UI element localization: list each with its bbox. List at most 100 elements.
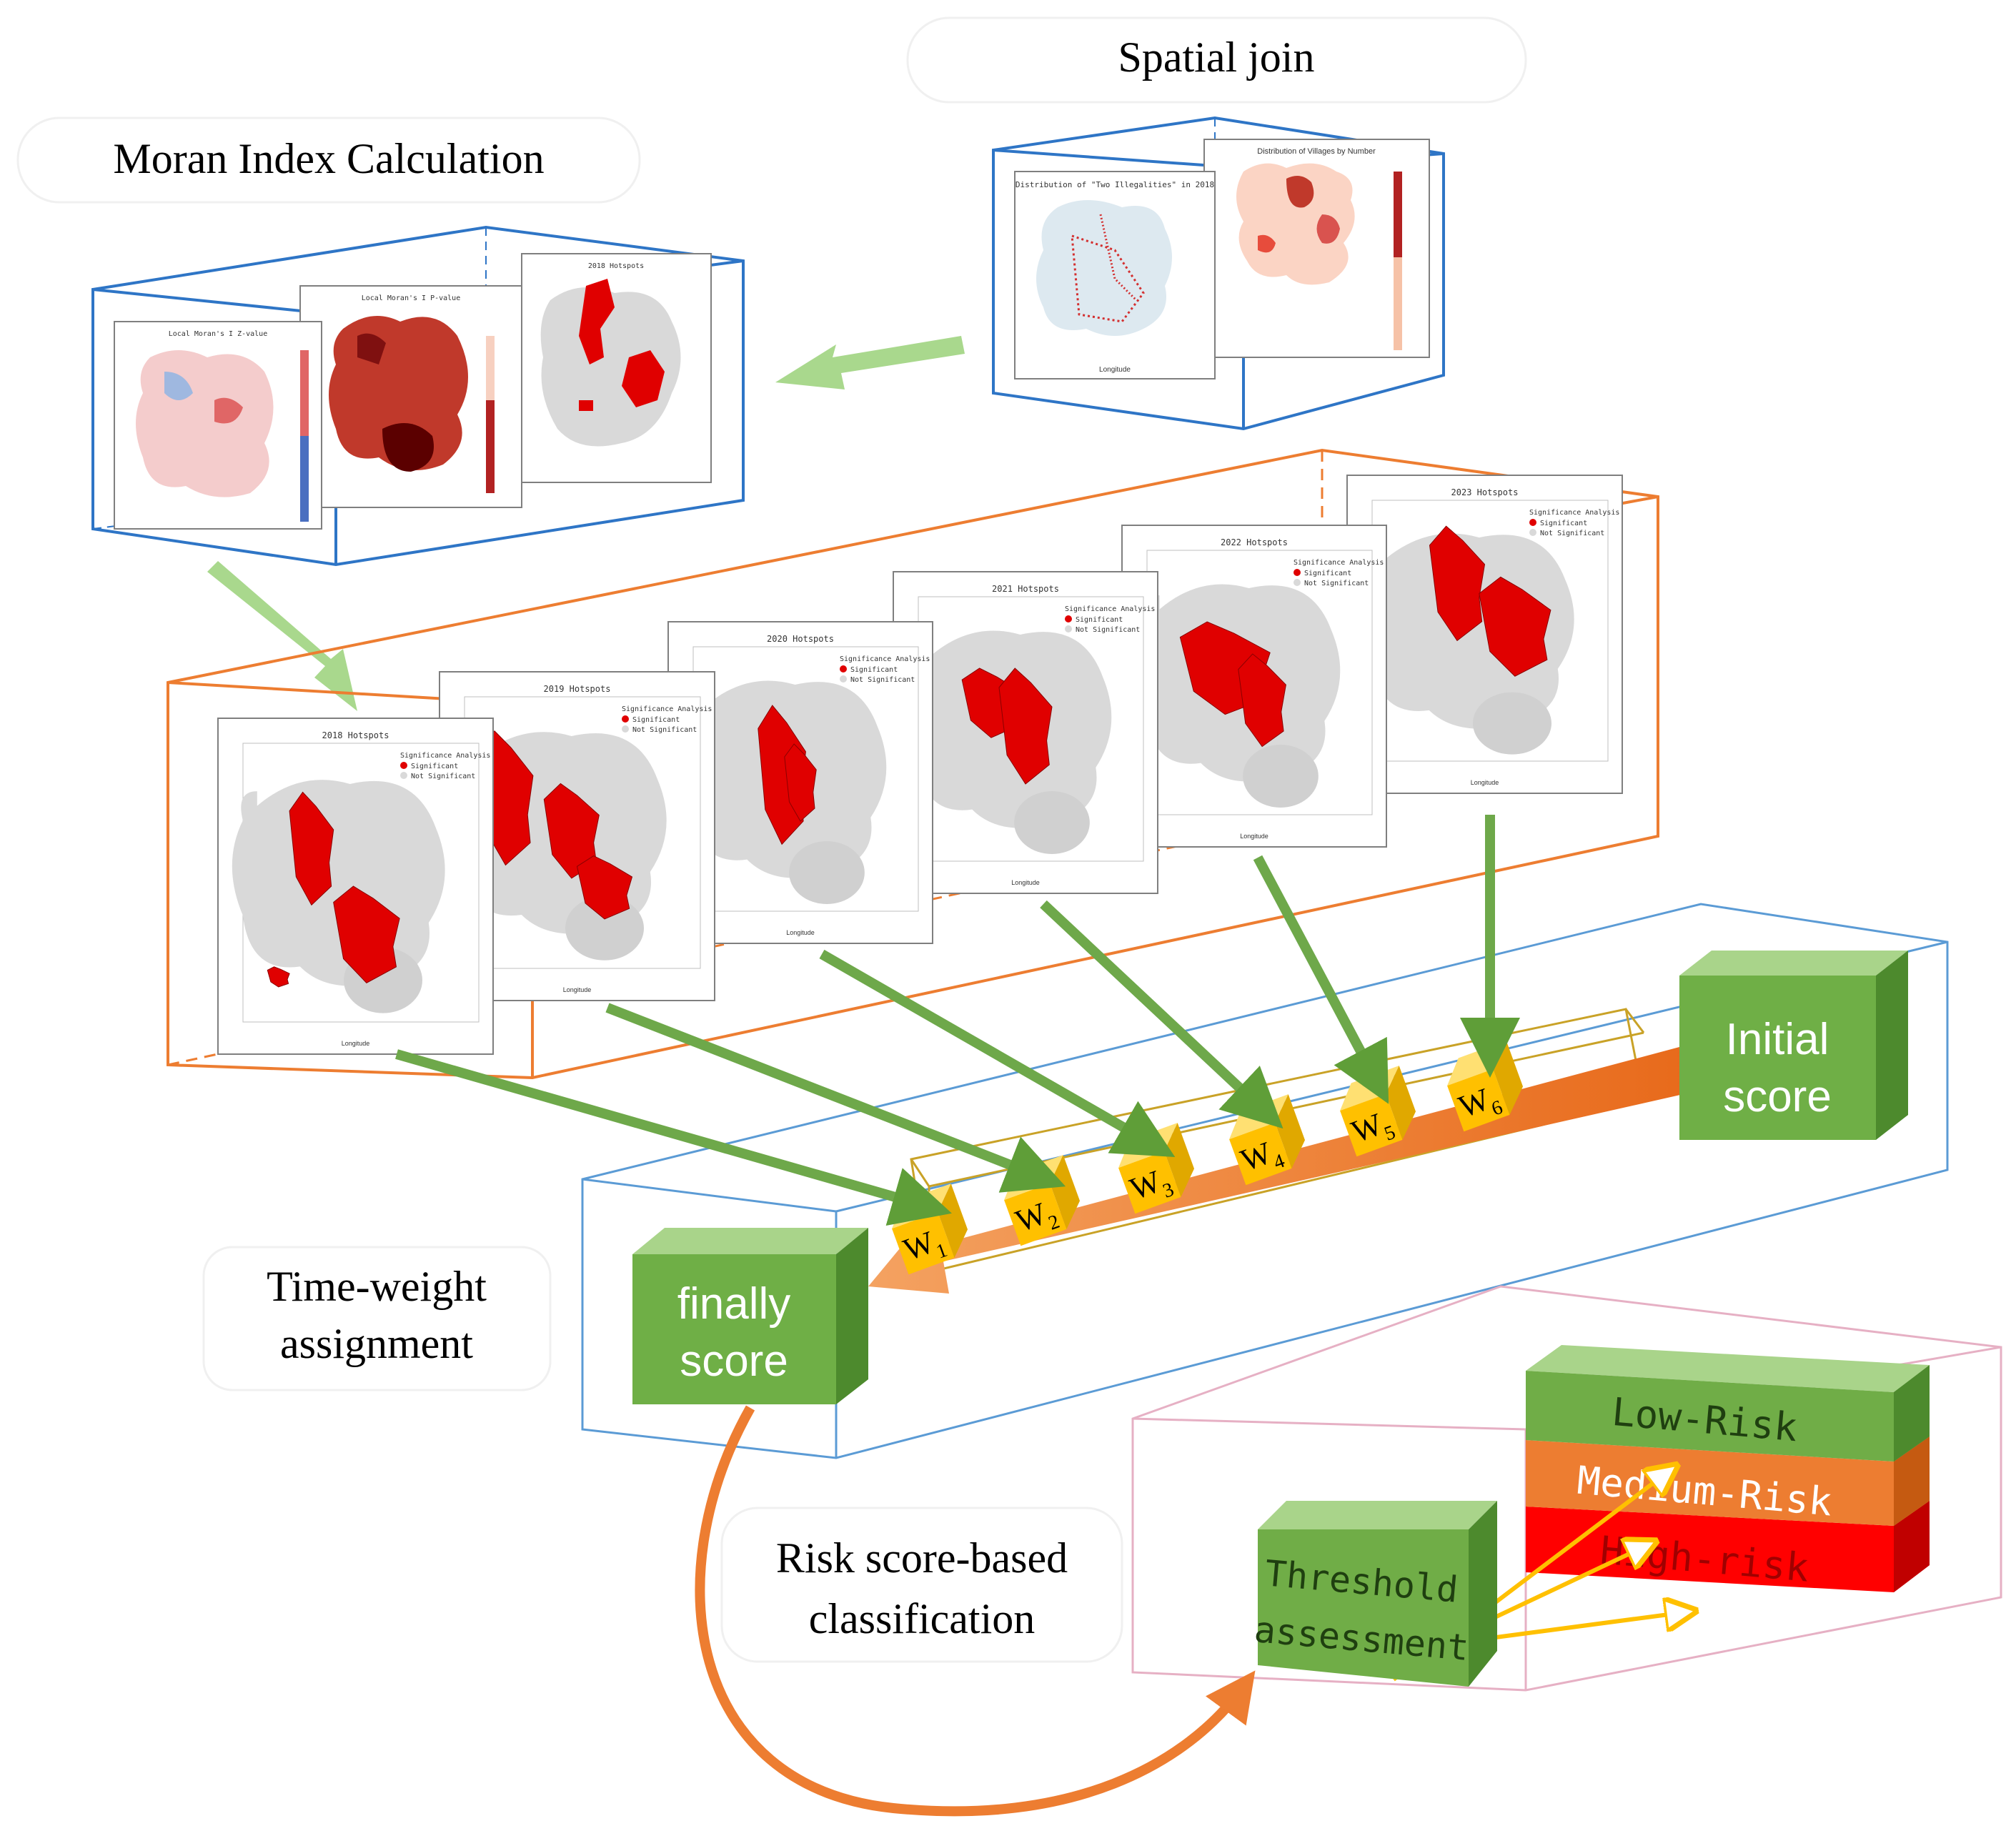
- legend-sig: Significant: [1076, 616, 1123, 624]
- map-base-island: [1473, 692, 1551, 755]
- legend-not: Not Significant: [411, 773, 475, 780]
- initial-score-line-2: score: [1723, 1072, 1832, 1121]
- moran-label: Moran Index Calculation: [16, 116, 641, 204]
- spatial-back-title: Distribution of Villages by Number: [1257, 147, 1376, 156]
- risk-levels: High-risk Medium-Risk Low-Risk: [1526, 1345, 1930, 1592]
- spatial-join-label: Spatial join: [906, 16, 1527, 104]
- spatial-join-box: Distribution of Villages by Number Distr…: [992, 116, 1445, 431]
- hotspot-panel-title: 2019 Hotspots: [544, 684, 611, 694]
- hotspot-cluster: [543, 783, 600, 879]
- map-base-island: [789, 840, 865, 905]
- time-weight-text-1: Time-weight: [267, 1263, 487, 1310]
- cube-front: [1004, 1183, 1067, 1246]
- moran-panel-zvalue: Local Moran's I Z-value: [114, 321, 322, 530]
- spatial-to-moran-arrow: [775, 336, 965, 389]
- hotspot-cluster: [998, 668, 1053, 785]
- legend-not: Not Significant: [850, 676, 915, 684]
- map-base: [232, 780, 445, 986]
- hotspot-panel-title: 2021 Hotspots: [992, 584, 1059, 594]
- moran-panel-3-title: 2018 Hotspots: [588, 262, 644, 270]
- legend-sig: Significant: [1304, 570, 1351, 577]
- hotspot-panel-title: 2018 Hotspots: [322, 730, 389, 740]
- weight-arrow-3: [819, 949, 1176, 1157]
- initial-score-box: Initial score: [1679, 951, 1908, 1140]
- weight-arrow-5: [1253, 855, 1389, 1104]
- legend-title: Significance Analysis: [1529, 509, 1619, 517]
- cube-front: [1229, 1122, 1292, 1186]
- hotspot-cluster: [1238, 653, 1286, 748]
- panel-xlabel: Longitude: [563, 986, 592, 993]
- panel-xlabel: Longitude: [1240, 833, 1268, 840]
- legend-not-marker: [622, 725, 629, 733]
- hotspot-cluster: [267, 966, 290, 988]
- legend-title: Significance Analysis: [400, 752, 490, 760]
- spatial-join-text: Spatial join: [1118, 34, 1315, 81]
- legend-sig-marker: [1065, 615, 1072, 622]
- legend-title: Significance Analysis: [1293, 559, 1384, 567]
- legend-sig-marker: [400, 762, 407, 769]
- spatial-front-xlabel: Longitude: [1099, 366, 1131, 374]
- hotspot-to-weight-arrows: [395, 815, 1520, 1226]
- initial-score-line-1: Initial: [1726, 1015, 1829, 1064]
- moran-panel-2-title: Local Moran's I P-value: [362, 294, 460, 302]
- legend-not-marker: [840, 675, 847, 683]
- low-risk-block: Low-Risk: [1526, 1345, 1930, 1462]
- panel-xlabel: Longitude: [1011, 879, 1040, 886]
- legend-sig: Significant: [411, 763, 458, 770]
- hotspot-panel-title: 2023 Hotspots: [1451, 487, 1519, 497]
- hotspot-cluster: [1429, 525, 1486, 642]
- legend-not: Not Significant: [632, 726, 697, 734]
- legend-sig-marker: [840, 665, 847, 673]
- legend-not: Not Significant: [1540, 530, 1604, 537]
- hotspot-cluster: [784, 743, 817, 822]
- legend-title: Significance Analysis: [622, 705, 712, 713]
- legend-title: Significance Analysis: [840, 655, 930, 663]
- legend-not-marker: [1065, 625, 1072, 632]
- moran-to-hotspots-arrow: [207, 561, 357, 711]
- spatial-back-panel: Distribution of Villages by Number: [1203, 139, 1430, 358]
- panel-xlabel: Longitude: [1471, 779, 1499, 786]
- legend-not-marker: [1529, 529, 1536, 536]
- time-weight-label: Time-weight assignment: [202, 1246, 552, 1391]
- map-base-island: [1243, 744, 1319, 808]
- risk-classification-label: Risk score-based classification: [720, 1507, 1123, 1663]
- weight-arrow-2: [605, 1003, 1066, 1193]
- hotspot-cluster: [576, 855, 633, 920]
- finally-score-line-2: score: [680, 1336, 788, 1386]
- legend-sig-marker: [622, 715, 629, 723]
- risk-text-2: classification: [809, 1595, 1036, 1642]
- hotspot-cluster: [333, 885, 400, 983]
- cube-front: [1447, 1068, 1510, 1132]
- moran-text: Moran Index Calculation: [113, 135, 544, 182]
- spatial-front-panel: Distribution of "Two Illegalities" in 20…: [1014, 171, 1216, 379]
- hotspot-cluster: [1479, 576, 1551, 677]
- finally-to-threshold-arrow: [695, 1405, 1256, 1817]
- legend-not-marker: [400, 772, 407, 779]
- legend-sig: Significant: [632, 716, 680, 724]
- legend-title: Significance Analysis: [1065, 605, 1155, 613]
- cube-front: [892, 1211, 955, 1275]
- hotspot-panel-title: 2022 Hotspots: [1221, 537, 1288, 547]
- risk-text-1: Risk score-based: [776, 1534, 1068, 1582]
- finally-score-box: finally score: [632, 1228, 868, 1404]
- cube-side: [1386, 1066, 1416, 1140]
- legend-sig-marker: [1529, 519, 1536, 526]
- legend-not: Not Significant: [1076, 626, 1140, 634]
- hotspot-cluster: [289, 791, 334, 906]
- moran-panel-1-title: Local Moran's I Z-value: [169, 330, 267, 338]
- moran-box: 2018 Hotspots Local Moran's I P-value Lo…: [91, 225, 745, 567]
- threshold-assessment-box: Threshold assessment: [1253, 1501, 1497, 1687]
- cube-front: [1340, 1093, 1403, 1157]
- panel-xlabel: Longitude: [786, 929, 815, 936]
- finally-score-line-1: finally: [677, 1279, 791, 1329]
